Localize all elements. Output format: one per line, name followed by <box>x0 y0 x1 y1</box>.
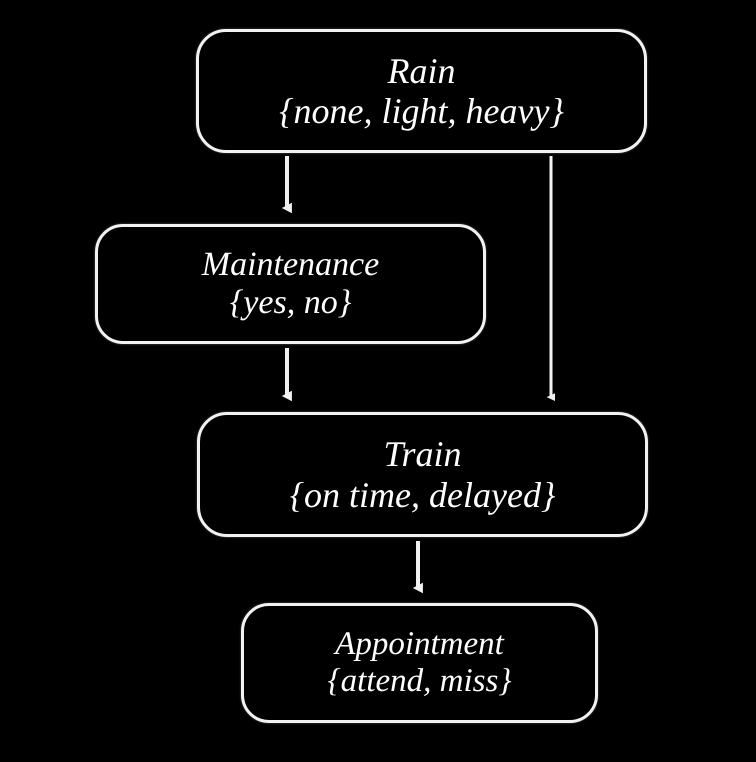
node-train-title: Train <box>383 434 462 475</box>
node-rain-states: {none, light, heavy} <box>279 91 564 131</box>
node-rain-title: Rain <box>387 50 456 91</box>
node-rain[interactable]: Rain {none, light, heavy} <box>196 29 647 153</box>
node-maintenance-states: {yes, no} <box>229 284 352 321</box>
node-train-states: {on time, delayed} <box>289 474 556 515</box>
node-maintenance[interactable]: Maintenance {yes, no} <box>95 224 486 344</box>
node-appointment-states: {attend, miss} <box>327 663 512 699</box>
node-appointment-title: Appointment <box>335 626 504 663</box>
node-appointment[interactable]: Appointment {attend, miss} <box>241 603 598 723</box>
node-train[interactable]: Train {on time, delayed} <box>197 412 648 537</box>
node-maintenance-title: Maintenance <box>201 245 380 283</box>
